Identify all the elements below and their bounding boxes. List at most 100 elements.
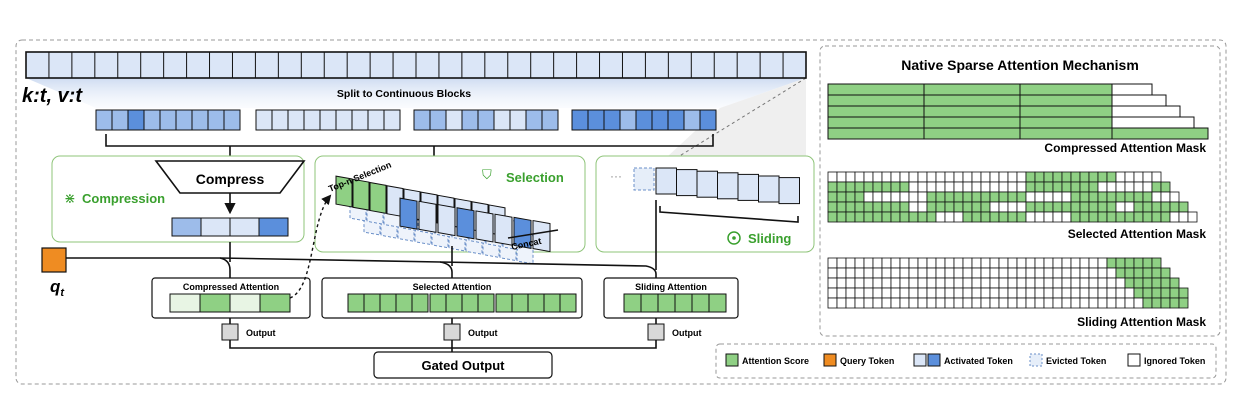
compress-trapezoid: [154, 160, 306, 194]
split-block-1-token: [95, 109, 113, 131]
mask-cell: [998, 211, 1009, 223]
mask-cell: [998, 171, 1009, 183]
mask-cell: [1160, 277, 1171, 289]
mask-cell: [1079, 171, 1090, 183]
mask-cell: [1142, 297, 1153, 309]
split-block-3-token: [445, 109, 463, 131]
mask-cell: [944, 257, 955, 269]
selected-token: [494, 213, 513, 246]
mask-cell: [926, 267, 937, 279]
mask-cell: [1007, 267, 1018, 279]
query-token: [41, 247, 67, 273]
legend-frame: [715, 343, 1217, 379]
mask-cell: [1106, 267, 1117, 279]
mask-cell: [1133, 297, 1144, 309]
mask-cell: [944, 201, 955, 213]
mask-cell: [845, 191, 856, 203]
mask-cell: [854, 181, 865, 193]
mask-cell: [989, 201, 1000, 213]
sliding-bracket: [659, 206, 799, 223]
mask-cell: [1043, 171, 1054, 183]
selected-attention-label: Selected Attention: [413, 282, 492, 292]
mask-cell: [1079, 287, 1090, 299]
mask-cell: [998, 257, 1009, 269]
selected-token: [475, 210, 494, 243]
mask-cell: [1115, 297, 1126, 309]
split-block-4-token: [699, 109, 717, 131]
split-block-3-token: [429, 109, 447, 131]
sliding-attention-cell: [708, 293, 727, 313]
query-label: qt: [50, 277, 65, 299]
mask-cell: [827, 267, 838, 279]
mask-cell: [935, 171, 946, 183]
mask-cell: [836, 211, 847, 223]
mask-cell: [908, 191, 919, 203]
mask-cell: [1151, 191, 1162, 203]
mask-cell: [1106, 287, 1117, 299]
split-block-2-token: [383, 109, 401, 131]
mask-cell: [1061, 191, 1072, 203]
selected-token: [437, 203, 456, 237]
selected-attention-cell: [461, 293, 479, 313]
mask-cell: [998, 267, 1009, 279]
sliding-token: [717, 172, 739, 200]
mask-cell: [944, 287, 955, 299]
mask-cell: [962, 201, 973, 213]
mask-cell: [1070, 191, 1081, 203]
mask-cell: [1007, 287, 1018, 299]
mask-cell: [890, 211, 901, 223]
output-bracket: [229, 340, 657, 349]
sliding-guide-line: [659, 77, 807, 169]
mask-cell: [1133, 277, 1144, 289]
split-block-3-token: [461, 109, 479, 131]
mask-cell: [1070, 211, 1081, 223]
mask-cell: [1088, 267, 1099, 279]
mask-cell: [854, 297, 865, 309]
mask-cell: [971, 191, 982, 203]
mask-cell: [1070, 297, 1081, 309]
mask-cell: [1124, 297, 1135, 309]
mask-cell: [1052, 171, 1063, 183]
mask-cell: [1079, 181, 1090, 193]
compressed-mask-block: [1019, 83, 1113, 96]
mask-cell: [1079, 257, 1090, 269]
compressed-attention-cell: [229, 293, 261, 313]
mask-cell: [935, 297, 946, 309]
mask-cell: [980, 277, 991, 289]
mask-cell: [1034, 211, 1045, 223]
gated-output-box: [373, 351, 553, 379]
mask-cell: [998, 191, 1009, 203]
mask-cell: [1124, 257, 1135, 269]
mask-cell: [971, 297, 982, 309]
mask-cell: [1142, 191, 1153, 203]
mask-cell: [845, 171, 856, 183]
sliding-mask-label: Sliding Attention Mask: [1077, 315, 1206, 329]
sliding-token: [758, 175, 780, 203]
compressed-mask-block: [827, 116, 925, 129]
q-to-selected: [219, 257, 453, 278]
mask-cell: [1124, 171, 1135, 183]
mask-cell: [854, 201, 865, 213]
compressed-mask-block: [1019, 127, 1113, 140]
sliding-token: [676, 169, 698, 197]
q-to-compressed: [66, 257, 231, 278]
mask-cell: [1142, 257, 1153, 269]
mask-cell: [908, 171, 919, 183]
sliding-icon-dot: [732, 236, 736, 240]
kv-label: k:t, v:t: [22, 85, 83, 107]
mask-cell: [1034, 181, 1045, 193]
mask-cell: [1160, 181, 1171, 193]
mask-cell: [1007, 191, 1018, 203]
split-block-2-token: [271, 109, 289, 131]
legend-evicted-label: Evicted Token: [1046, 356, 1106, 366]
mask-cell: [926, 171, 937, 183]
mask-cell: [863, 277, 874, 289]
mask-cell: [971, 287, 982, 299]
mask-cell: [827, 257, 838, 269]
mask-cell: [1061, 201, 1072, 213]
mask-cell: [1025, 287, 1036, 299]
mask-cell: [1079, 211, 1090, 223]
mask-cell: [980, 287, 991, 299]
mask-cell: [917, 191, 928, 203]
split-block-2-token: [351, 109, 369, 131]
